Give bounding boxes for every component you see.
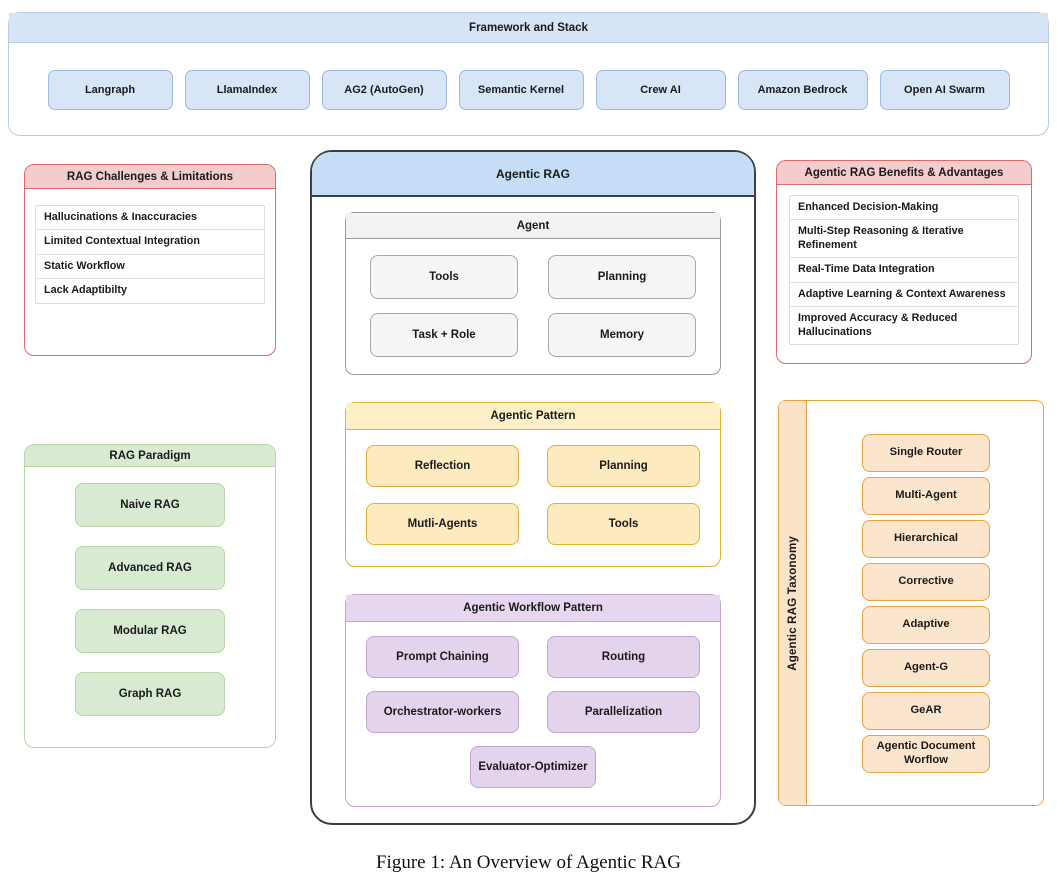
taxonomy-chip[interactable]: Agentic Document Worflow [862,734,990,773]
agent-chip[interactable]: Memory [548,313,696,357]
list-item[interactable]: Hallucinations & Inaccuracies [36,206,264,231]
framework-chip-list: Langraph LlamaIndex AG2 (AutoGen) Semantic … [9,43,1048,137]
list-item[interactable]: Limited Contextual Integration [36,230,264,255]
paradigm-chip[interactable]: Modular RAG [75,609,225,653]
framework-panel-title: Framework and Stack [9,13,1048,43]
taxonomy-chip[interactable]: GeAR [862,691,990,730]
agentic-rag-benefits-title: Agentic RAG Benefits & Advantages [777,161,1031,185]
agentic-rag-benefits-panel: Agentic RAG Benefits & Advantages Enhanc… [776,160,1032,364]
agentic-workflow-chip[interactable]: Parallelization [547,691,700,733]
framework-chip[interactable]: Crew AI [595,70,726,110]
taxonomy-chip[interactable]: Hierarchical [862,519,990,558]
paradigm-chip[interactable]: Advanced RAG [75,546,225,590]
rag-paradigm-list: Naive RAG Advanced RAG Modular RAG Graph RA… [25,467,275,732]
framework-chip[interactable]: LlamaIndex [184,70,310,110]
framework-chip[interactable]: Open AI Swarm [879,70,1010,110]
agent-chip[interactable]: Tools [370,255,518,299]
rag-paradigm-title: RAG Paradigm [25,445,275,467]
agentic-pattern-chip[interactable]: Mutli-Agents [366,503,519,545]
agentic-workflow-pattern-subpanel: Agentic Workflow Pattern Prompt Chaining… [345,594,721,807]
figure-caption: Figure 1: An Overview of Agentic RAG [375,852,681,873]
framework-and-stack-panel: Framework and Stack Langraph LlamaIndex AG… [8,12,1049,136]
list-item[interactable]: Real-Time Data Integration [790,258,1018,283]
list-item[interactable]: Static Workflow [36,255,264,280]
paradigm-chip[interactable]: Naive RAG [75,483,225,527]
agent-chip[interactable]: Task + Role [370,313,518,357]
agentic-workflow-last-row: Evaluator-Optimizer [346,746,720,788]
framework-chip[interactable]: Amazon Bedrock [737,70,868,110]
list-item[interactable]: Enhanced Decision-Making [790,196,1018,221]
taxonomy-chip[interactable]: Multi-Agent [862,476,990,515]
agentic-workflow-chip[interactable]: Routing [547,636,700,678]
agentic-workflow-chip[interactable]: Prompt Chaining [366,636,519,678]
rag-challenges-title: RAG Challenges & Limitations [25,165,275,189]
framework-chip[interactable]: Langraph [47,70,173,110]
list-item[interactable]: Adaptive Learning & Context Awareness [790,283,1018,308]
agentic-pattern-title: Agentic Pattern [346,403,720,430]
rag-paradigm-panel: RAG Paradigm Naive RAG Advanced RAG Modula… [24,444,276,748]
taxonomy-chip[interactable]: Single Router [862,433,990,472]
taxonomy-chip[interactable]: Adaptive [862,605,990,644]
agentic-workflow-chip[interactable]: Orchestrator-workers [366,691,519,733]
list-item[interactable]: Multi-Step Reasoning & Iterative Refinem… [790,220,1018,259]
agentic-workflow-pattern-title: Agentic Workflow Pattern [346,595,720,622]
taxonomy-chip[interactable]: Corrective [862,562,990,601]
paradigm-chip[interactable]: Graph RAG [75,672,225,716]
agent-subpanel-title: Agent [346,213,720,239]
list-item[interactable]: Lack Adaptibilty [44,284,127,297]
agentic-pattern-chip[interactable]: Tools [547,503,700,545]
agentic-workflow-chip[interactable]: Evaluator-Optimizer [470,746,596,788]
list-item[interactable]: Improved Accuracy & Reduced Hallucinatio… [798,312,958,338]
agentic-pattern-chip[interactable]: Planning [547,445,700,487]
taxonomy-side-label: Agentic RAG Taxonomy [779,401,807,805]
agentic-rag-title: Agentic RAG [312,152,754,197]
rag-challenges-panel: RAG Challenges & Limitations Hallucinati… [24,164,276,356]
agentic-pattern-chip[interactable]: Reflection [366,445,519,487]
taxonomy-side-label-text: Agentic RAG Taxonomy [786,535,799,671]
agent-chip[interactable]: Planning [548,255,696,299]
framework-chip[interactable]: AG2 (AutoGen) [321,70,447,110]
framework-chip[interactable]: Semantic Kernel [458,70,584,110]
taxonomy-chip[interactable]: Agent-G [862,648,990,687]
